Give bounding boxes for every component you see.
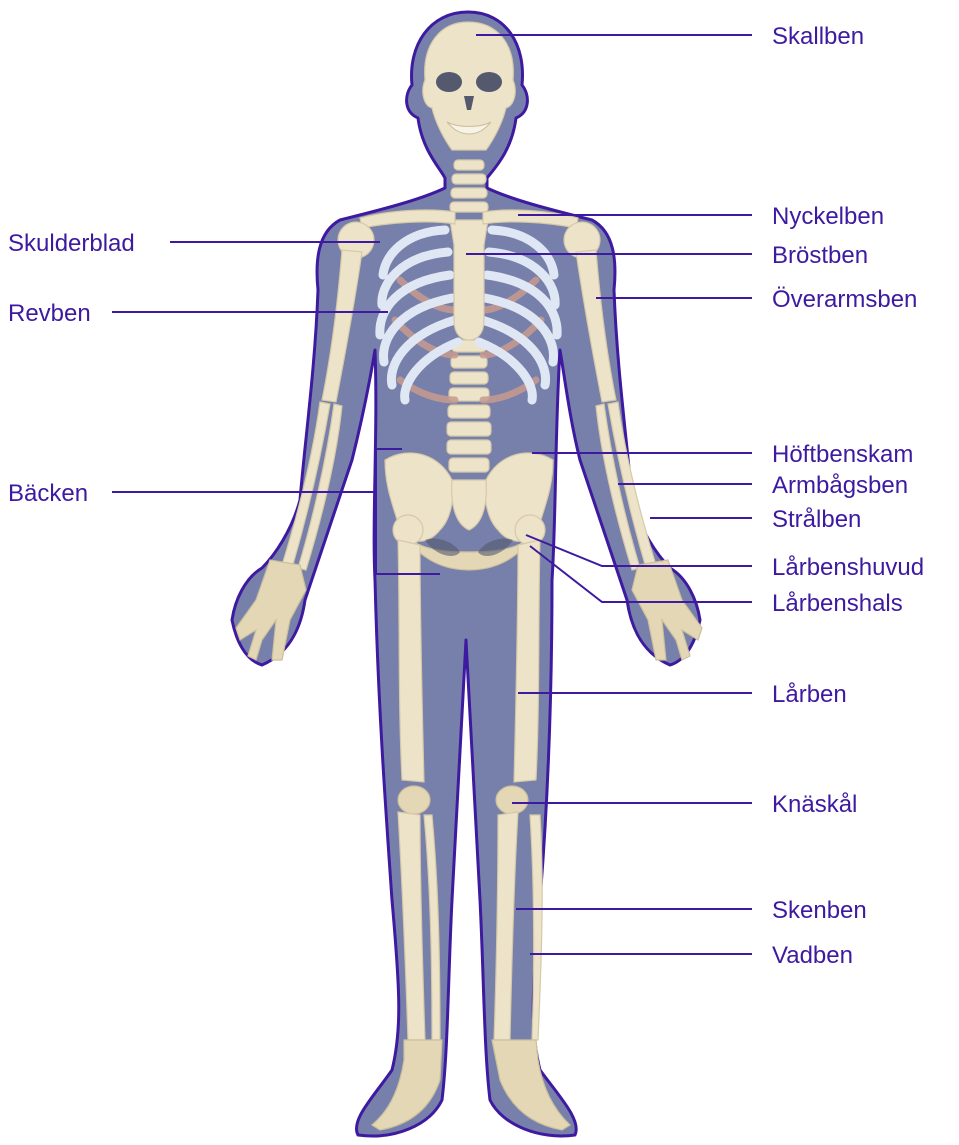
label-skulderblad: Skulderblad bbox=[8, 230, 135, 257]
label-brostben: Bröstben bbox=[772, 242, 868, 269]
label-backen: Bäcken bbox=[8, 480, 88, 507]
label-overarmsben: Överarmsben bbox=[772, 286, 917, 313]
label-vadben: Vadben bbox=[772, 942, 853, 969]
label-revben: Revben bbox=[8, 300, 91, 327]
label-skenben: Skenben bbox=[772, 897, 867, 924]
label-larbenshuvud: Lårbenshuvud bbox=[772, 554, 924, 581]
label-nyckelben: Nyckelben bbox=[772, 203, 884, 230]
label-hoftbenskam: Höftbenskam bbox=[772, 441, 913, 468]
label-stralben: Strålben bbox=[772, 506, 861, 533]
label-skallben: Skallben bbox=[772, 23, 864, 50]
label-larbenshals: Lårbenshals bbox=[772, 590, 903, 617]
label-larben: Lårben bbox=[772, 681, 847, 708]
label-knaskal: Knäskål bbox=[772, 791, 857, 818]
label-armbagsben: Armbågsben bbox=[772, 472, 908, 499]
